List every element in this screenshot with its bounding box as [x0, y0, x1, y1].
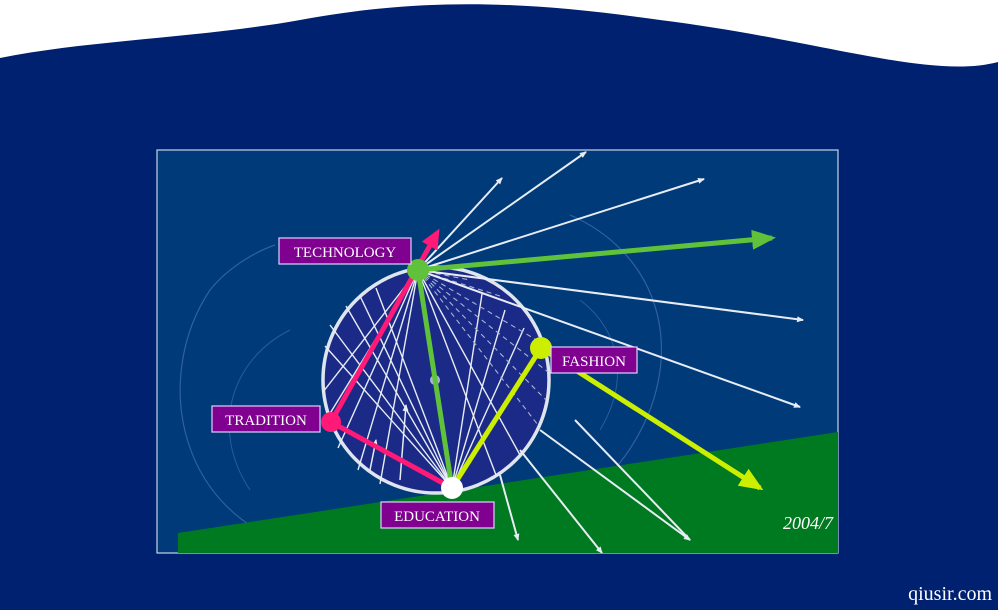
education-label: EDUCATION: [380, 501, 495, 529]
svg-text:FASHION: FASHION: [562, 354, 626, 370]
inner-arrow-1: [399, 404, 409, 481]
svg-text:EDUCATION: EDUCATION: [394, 509, 480, 525]
technology-label: TECHNOLOGY: [278, 237, 412, 265]
tradition-education-edge: [329, 419, 454, 491]
technology-education-edge: [415, 269, 455, 489]
tradition-node: [321, 412, 341, 432]
tradition-label: TRADITION: [211, 405, 321, 433]
globe-lines-dashed: [417, 269, 549, 426]
fashion-node: [530, 337, 552, 359]
technology-rays: [417, 151, 804, 408]
lower-rays: [499, 419, 691, 554]
education-node: [441, 477, 463, 499]
technology-node: [407, 259, 429, 281]
technology-main-arrow: [417, 229, 776, 273]
watermark-text: qiusir.com: [908, 583, 992, 605]
decorative-arc-left: [179, 244, 306, 549]
fashion-education-edge: [449, 346, 544, 490]
svg-text:TECHNOLOGY: TECHNOLOGY: [294, 245, 397, 261]
decorative-arc-left-inner: [228, 329, 291, 491]
wave-background: [0, 0, 998, 67]
svg-text:TRADITION: TRADITION: [225, 413, 307, 429]
fashion-label: FASHION: [550, 346, 638, 374]
date-stamp: 2004/7: [783, 513, 834, 533]
